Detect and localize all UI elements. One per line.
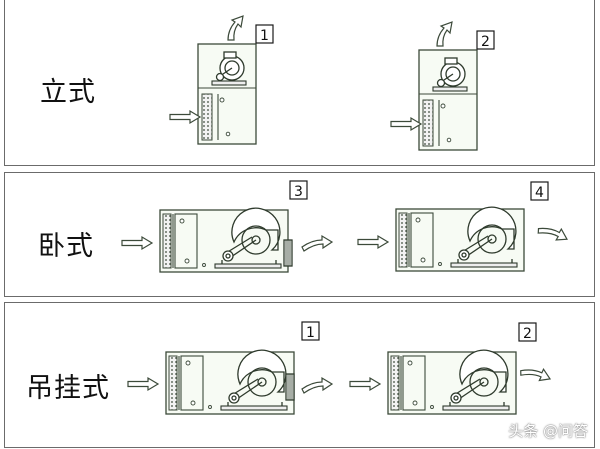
number-label: 3 bbox=[294, 184, 303, 200]
number-label: 1 bbox=[306, 325, 315, 341]
number-box-2: 2 bbox=[476, 30, 495, 50]
ceiling-unit-2 bbox=[349, 349, 554, 415]
row-label-vertical: 立式 bbox=[40, 77, 96, 108]
number-label: 4 bbox=[535, 185, 544, 201]
vertical-unit-1 bbox=[169, 15, 257, 145]
horizontal-unit-3 bbox=[121, 207, 333, 273]
number-label: 1 bbox=[260, 28, 269, 44]
number-label: 2 bbox=[523, 326, 532, 342]
horizontal-unit-4 bbox=[357, 206, 571, 272]
vertical-unit-2 bbox=[390, 21, 478, 151]
panel-vertical bbox=[4, 0, 595, 166]
ceiling-number-box-2: 2 bbox=[518, 322, 537, 342]
ceiling-number-box-1: 1 bbox=[301, 321, 320, 341]
watermark: 头条 @问答 bbox=[508, 422, 588, 440]
row-label-ceiling-hung: 吊挂式 bbox=[26, 373, 110, 404]
row-label-horizontal: 卧式 bbox=[38, 231, 94, 262]
number-box-4: 4 bbox=[530, 181, 549, 201]
number-label: 2 bbox=[481, 34, 490, 50]
number-box-3: 3 bbox=[289, 180, 308, 200]
number-box-1: 1 bbox=[255, 24, 274, 44]
ceiling-unit-1 bbox=[127, 349, 333, 415]
